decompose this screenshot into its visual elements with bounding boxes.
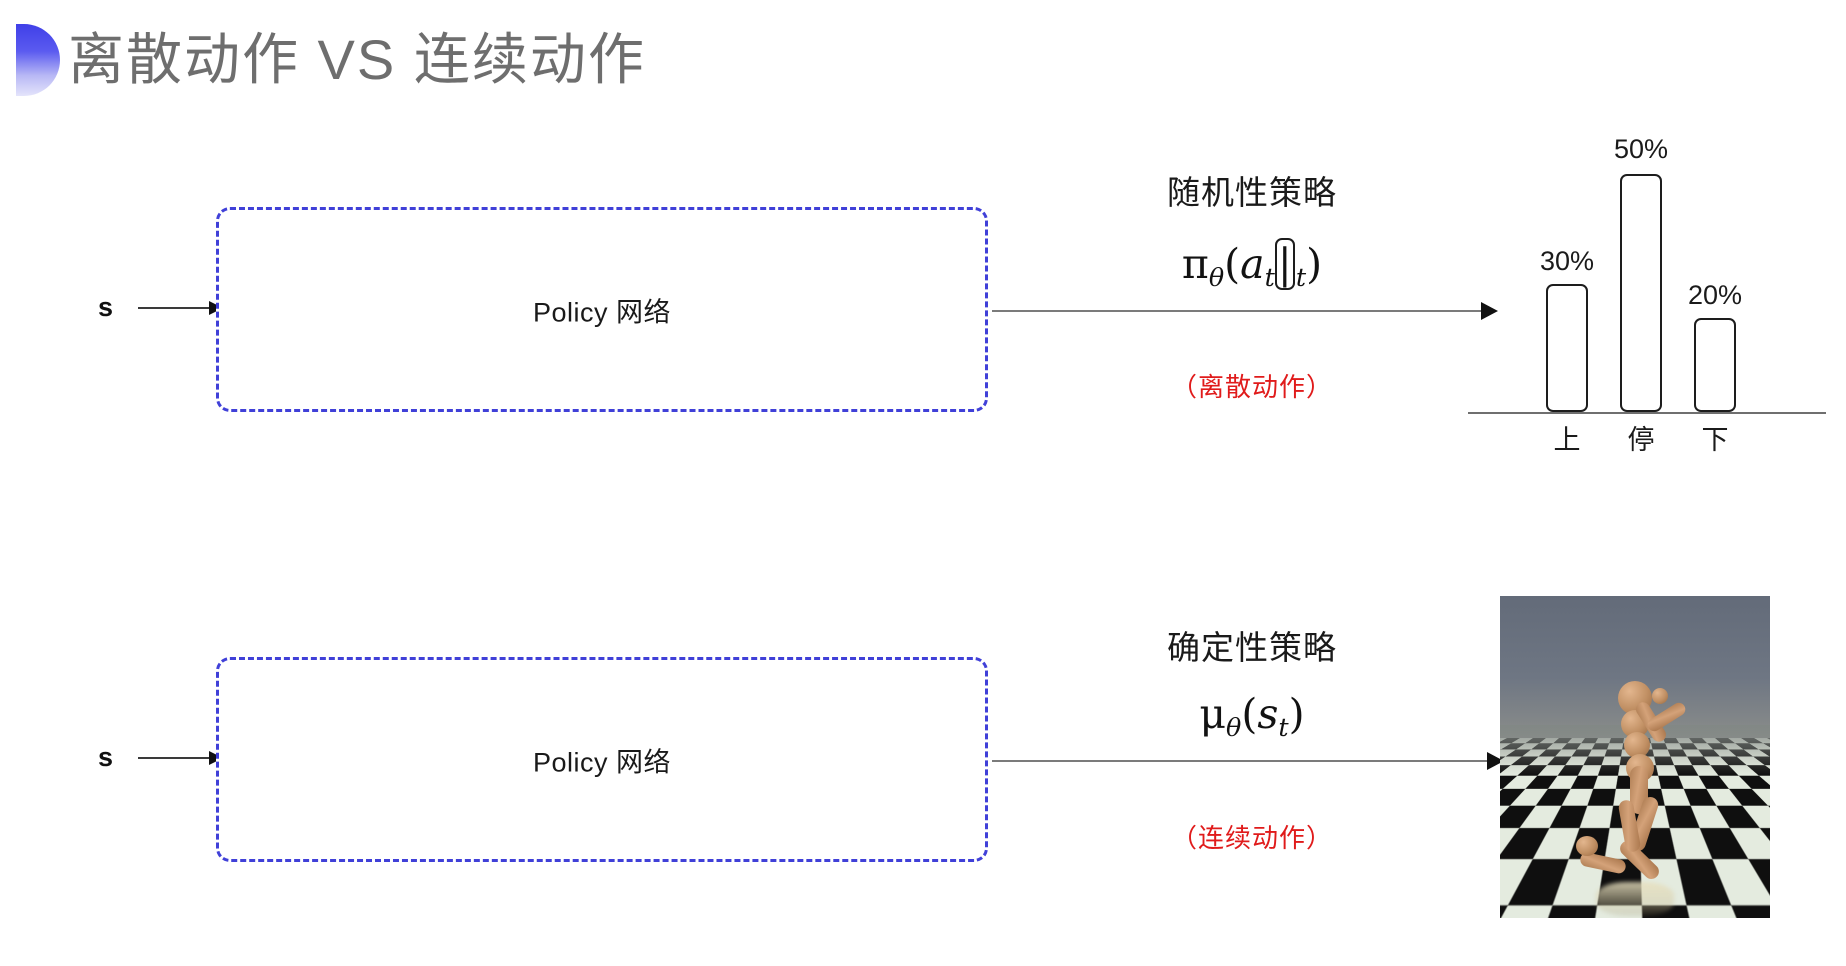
action-probability-bar-chart: 30% 上 50% 停 20% 下 (1468, 118, 1826, 455)
row1-policy-name: 随机性策略 (1167, 174, 1337, 211)
row1-input-arrow (138, 301, 223, 315)
bar-value-down: 20% (1687, 280, 1743, 310)
row1-output-arrow (992, 302, 1498, 320)
bar-stop[interactable] (1620, 174, 1662, 412)
row2-policy-name: 确定性策略 (1167, 629, 1337, 666)
row2-policy-box[interactable]: Policy 网络 (216, 657, 988, 862)
row1-input-label: s (98, 292, 114, 322)
row2-input-arrow (138, 751, 223, 765)
bar-category-stop: 停 (1627, 425, 1655, 455)
row2-policy-box-label: Policy 网络 (532, 747, 672, 777)
row2-input-label: s (98, 742, 114, 772)
bar-up[interactable] (1546, 284, 1588, 412)
row2-policy-formula: μθ(st) (1199, 690, 1305, 743)
row1-policy-box-label: Policy 网络 (532, 297, 672, 327)
row1-policy-box[interactable]: Policy 网络 (216, 207, 988, 412)
humanoid-simulation-image[interactable] (1500, 596, 1770, 918)
row1-action-note: （离散动作） (1170, 372, 1333, 402)
sim-floor-reflection (1596, 882, 1674, 916)
row2-action-note: （连续动作） (1170, 823, 1333, 853)
row2-output-arrow (992, 752, 1504, 770)
bar-value-stop: 50% (1613, 134, 1669, 164)
chart-x-axis (1468, 412, 1826, 414)
page-title: 离散动作 VS 连续动作 (68, 28, 646, 91)
bar-down[interactable] (1694, 318, 1736, 412)
row1-policy-formula: πθ(at|st) (1181, 238, 1323, 293)
bar-category-down: 下 (1701, 425, 1729, 455)
humanoid-rear-foot (1576, 836, 1598, 856)
humanoid-hand (1652, 688, 1668, 704)
bar-category-up: 上 (1553, 425, 1581, 455)
humanoid-abdomen (1624, 732, 1650, 758)
title-bullet-icon (16, 24, 60, 96)
bar-value-up: 30% (1539, 246, 1595, 276)
